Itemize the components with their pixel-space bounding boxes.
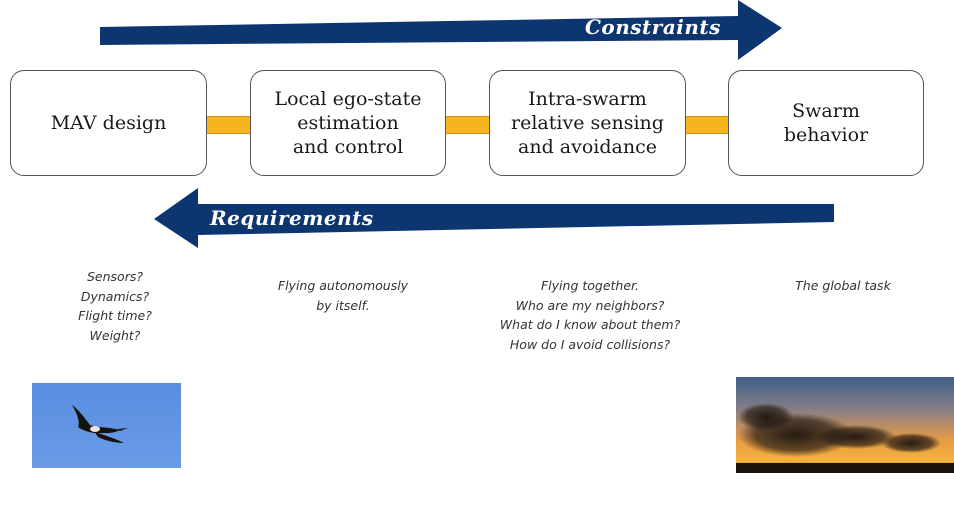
bird-photo [32,383,181,468]
stage-intra-swarm: Intra-swarm relative sensing and avoidan… [489,70,686,176]
note-line: How do I avoid collisions? [509,336,671,352]
stage-intra-swarm-label: Intra-swarm relative sensing and avoidan… [511,88,664,158]
horizon-silhouette [736,463,954,473]
connector-1 [206,116,252,134]
constraints-label: Constraints [585,15,721,39]
note-line: Weight? [89,327,141,343]
note-line: Sensors? [87,269,143,284]
note-swarm-behavior: The global task [753,276,933,296]
stage-swarm-behavior: Swarm behavior [728,70,924,176]
note-intra-swarm: Flying together. Who are my neighbors? W… [470,276,710,354]
swarm-photo [736,377,954,473]
note-line: Dynamics? [80,288,150,304]
constraints-arrow-shape [100,0,782,60]
note-line: Flying together. [540,278,640,293]
constraints-arrow [100,0,782,60]
connector-3 [684,116,730,134]
note-line: The global task [795,278,891,293]
note-line: What do I know about them? [499,317,681,332]
requirements-arrow-shape [154,188,834,248]
connector-2 [445,116,491,134]
note-local-ego-state: Flying autonomously by itself. [243,276,443,315]
bird-icon [72,405,128,443]
note-line: by itself. [316,297,370,313]
note-line: Flying autonomously [277,278,409,293]
stage-mav-design-label: MAV design [50,112,167,134]
stage-swarm-behavior-label: Swarm behavior [783,100,869,146]
note-mav-design: Sensors? Dynamics? Flight time? Weight? [20,267,210,345]
requirements-label: Requirements [210,206,374,230]
requirements-arrow [154,188,834,248]
murmuration-icon [738,403,941,457]
stage-local-ego-state: Local ego-state estimation and control [250,70,446,176]
note-line: Who are my neighbors? [515,297,665,313]
note-line: Flight time? [78,308,152,323]
stage-local-ego-state-label: Local ego-state estimation and control [274,88,422,158]
stage-mav-design: MAV design [10,70,207,176]
